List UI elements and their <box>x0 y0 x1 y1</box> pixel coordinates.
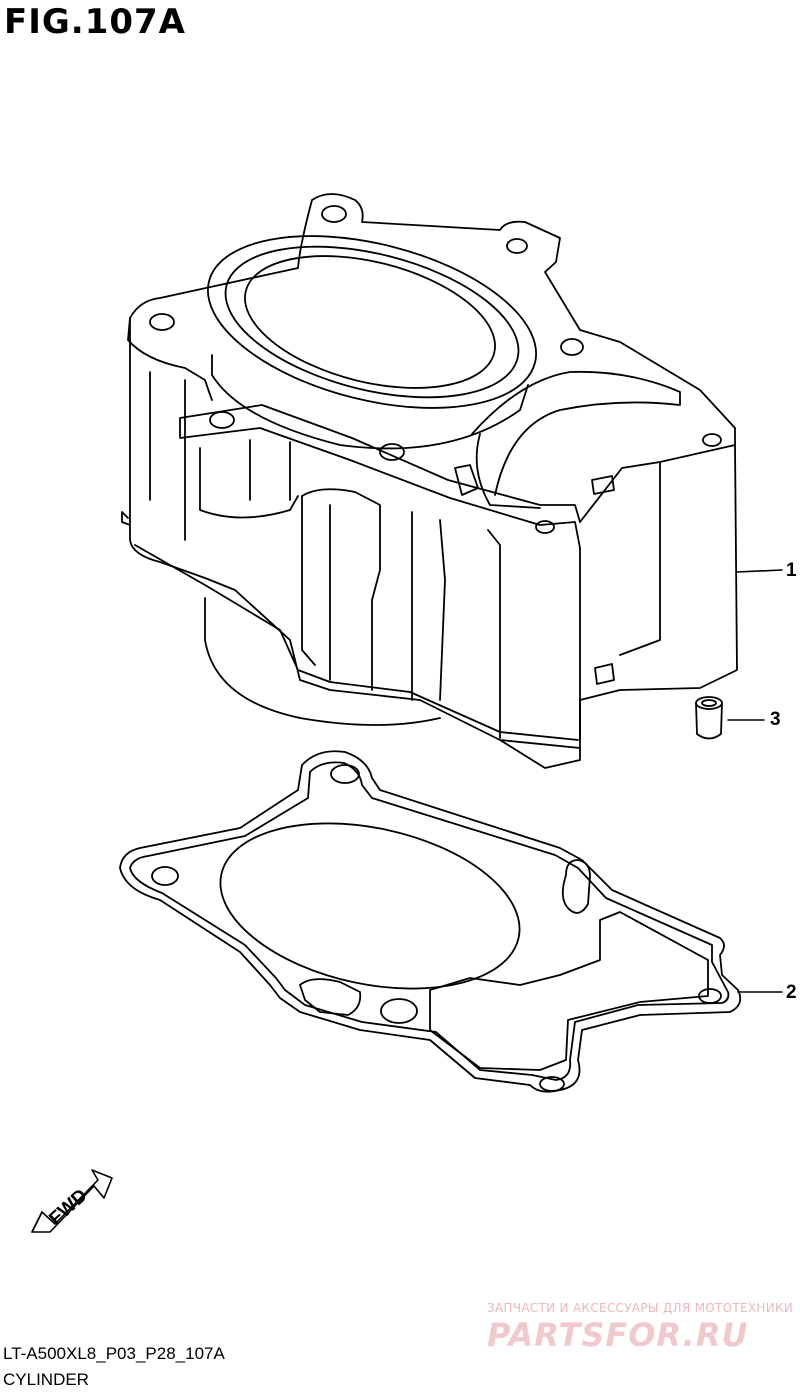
figure-title: FIG.107A <box>4 2 186 42</box>
diagram-name: CYLINDER <box>3 1370 89 1389</box>
diagram-code: LT-A500XL8_P03_P28_107A <box>3 1344 225 1363</box>
fwd-label: FWD <box>45 1185 91 1230</box>
callout-1[interactable]: 1 <box>786 560 797 581</box>
watermark-tagline: ЗАПЧАСТИ И АКСЕССУАРЫ ДЛЯ МОТОТЕХНИКИ <box>487 1301 794 1315</box>
gasket-part[interactable] <box>119 750 742 1093</box>
callout-2[interactable]: 2 <box>786 982 797 1003</box>
cylinder-part[interactable] <box>121 193 738 769</box>
fwd-arrow-icon: FWD <box>31 1169 113 1233</box>
dowel-pin-part[interactable] <box>695 696 723 740</box>
watermark-brand: PARTSFOR.RU <box>487 1316 749 1354</box>
callout-3[interactable]: 3 <box>770 709 781 730</box>
leader-lines <box>727 569 783 993</box>
